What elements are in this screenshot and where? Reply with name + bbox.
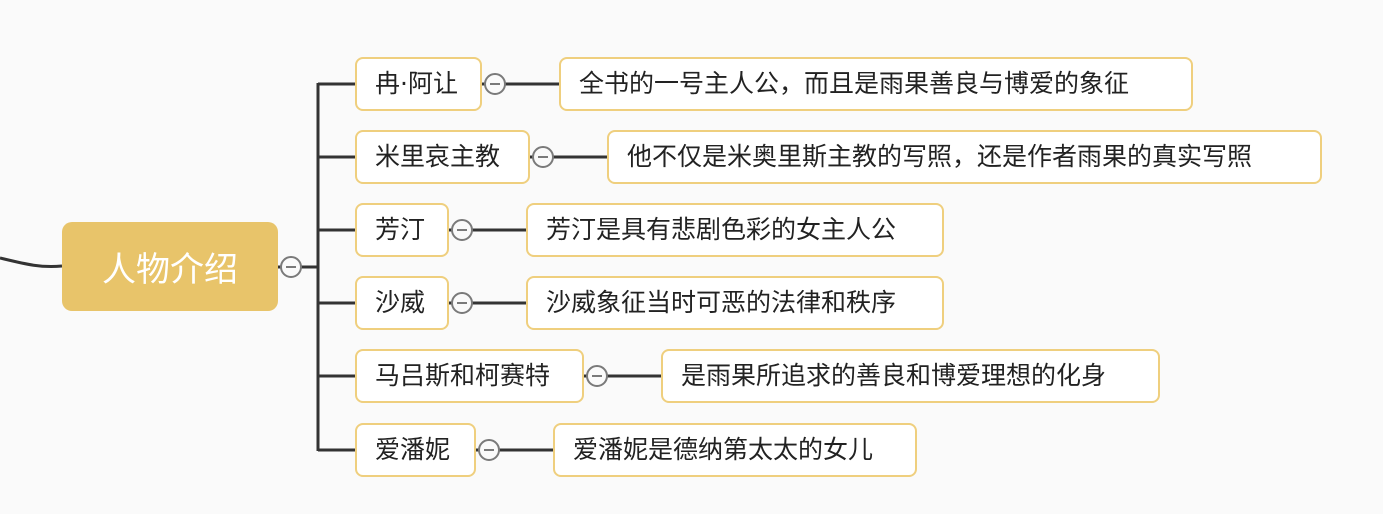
description-topic-label: 芳汀是具有悲剧色彩的女主人公 xyxy=(546,215,897,244)
branch-topic-label: 芳汀 xyxy=(375,215,426,244)
description-topic-label: 他不仅是米奥里斯主教的写照，还是作者雨果的真实写照 xyxy=(627,142,1253,171)
branch-topic-5[interactable]: 爱潘妮 xyxy=(355,423,476,477)
description-topic-label: 爱潘妮是德纳第太太的女儿 xyxy=(573,435,874,464)
description-topic-label: 是雨果所追求的善良和博爱理想的化身 xyxy=(681,361,1107,390)
branch-topic-label: 米里哀主教 xyxy=(375,142,501,171)
collapse-branch-icon[interactable] xyxy=(478,439,500,461)
collapse-branch-icon[interactable] xyxy=(451,292,473,314)
branch-topic-0[interactable]: 冉·阿让 xyxy=(355,57,482,111)
branch-topic-label: 马吕斯和柯赛特 xyxy=(375,361,551,390)
description-topic-5[interactable]: 爱潘妮是德纳第太太的女儿 xyxy=(553,423,917,477)
description-topic-2[interactable]: 芳汀是具有悲剧色彩的女主人公 xyxy=(526,203,944,257)
description-topic-4[interactable]: 是雨果所追求的善良和博爱理想的化身 xyxy=(661,349,1160,403)
collapse-branch-icon[interactable] xyxy=(586,365,608,387)
branch-topic-2[interactable]: 芳汀 xyxy=(355,203,449,257)
branch-topic-1[interactable]: 米里哀主教 xyxy=(355,130,530,184)
root-topic-label: 人物介绍 xyxy=(102,250,238,290)
collapse-root-icon[interactable] xyxy=(280,256,302,278)
collapse-branch-icon[interactable] xyxy=(484,73,506,95)
branch-topic-label: 爱潘妮 xyxy=(375,435,451,464)
incoming-connector xyxy=(0,256,63,268)
description-topic-1[interactable]: 他不仅是米奥里斯主教的写照，还是作者雨果的真实写照 xyxy=(607,130,1322,184)
description-topic-0[interactable]: 全书的一号主人公，而且是雨果善良与博爱的象征 xyxy=(559,57,1193,111)
branch-topic-label: 冉·阿让 xyxy=(375,69,458,98)
root-topic[interactable]: 人物介绍 xyxy=(62,222,278,311)
branch-topic-4[interactable]: 马吕斯和柯赛特 xyxy=(355,349,584,403)
collapse-branch-icon[interactable] xyxy=(532,146,554,168)
branch-topic-label: 沙威 xyxy=(375,288,426,317)
collapse-branch-icon[interactable] xyxy=(451,219,473,241)
description-topic-label: 沙威象征当时可恶的法律和秩序 xyxy=(546,288,897,317)
branch-topic-3[interactable]: 沙威 xyxy=(355,276,449,330)
description-topic-label: 全书的一号主人公，而且是雨果善良与博爱的象征 xyxy=(579,69,1130,98)
description-topic-3[interactable]: 沙威象征当时可恶的法律和秩序 xyxy=(526,276,944,330)
